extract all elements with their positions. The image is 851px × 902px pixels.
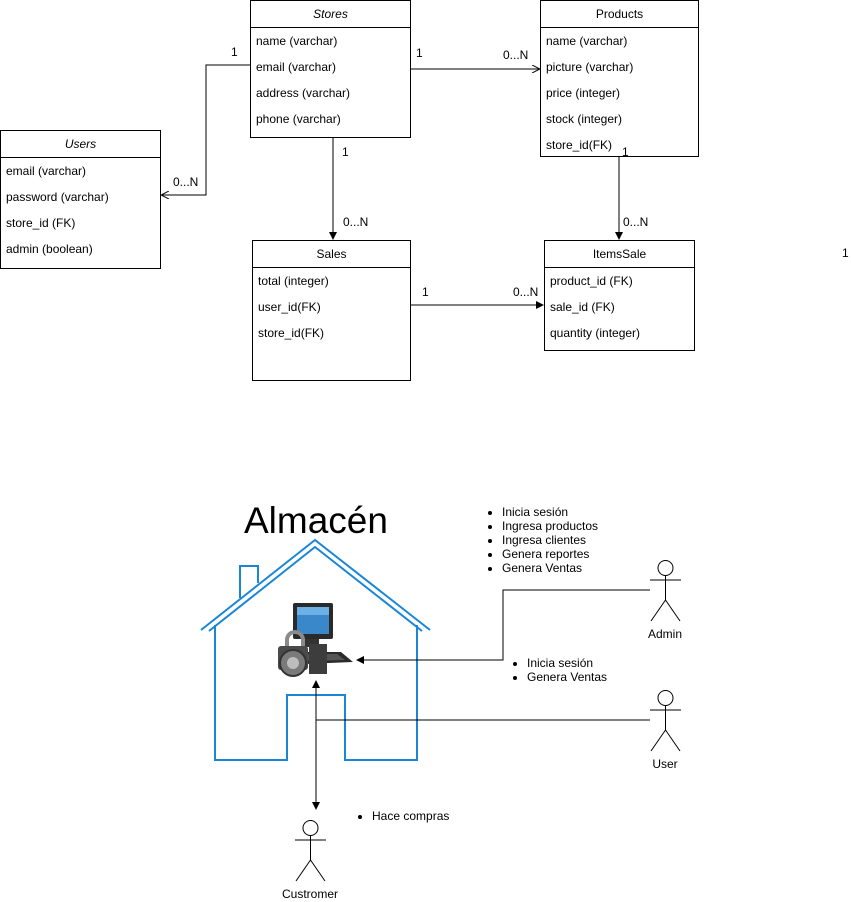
entity-products[interactable]: Products name (varchar) picture (varchar… <box>540 0 699 157</box>
entity-field: stock (integer) <box>546 112 623 126</box>
cardinality-label: 1 <box>842 246 849 260</box>
cardinality-label: 0...N <box>513 285 539 299</box>
entity-title: Sales <box>253 241 410 268</box>
cardinality-label: 1 <box>416 46 423 60</box>
list-item: Genera reportes <box>502 547 598 561</box>
list-item: Inicia sesión <box>527 656 607 670</box>
customer-actor-icon[interactable] <box>295 820 326 882</box>
admin-label: Admin <box>647 627 682 641</box>
user-task-list: Inicia sesión Genera Ventas <box>509 656 607 684</box>
entity-title: Users <box>1 131 160 158</box>
cardinality-label: 1 <box>342 145 349 159</box>
user-connection <box>312 680 650 721</box>
cardinality-label: 1 <box>231 45 238 59</box>
entity-field: email (varchar) <box>256 60 337 74</box>
entity-field: sale_id (FK) <box>550 300 615 314</box>
entity-title: Stores <box>251 1 410 28</box>
entity-field: store_id(FK) <box>258 326 325 340</box>
house-outline <box>200 538 431 761</box>
entity-field: phone (varchar) <box>256 112 341 126</box>
entity-field: product_id (FK) <box>550 274 633 288</box>
relation-stores-users <box>162 64 250 195</box>
entity-users[interactable]: Users email (varchar) password (varchar)… <box>0 130 161 269</box>
user-label: User <box>652 757 678 771</box>
list-item: Inicia sesión <box>502 505 598 519</box>
list-item: Ingresa productos <box>502 519 598 533</box>
system-title: Almacén <box>244 500 388 541</box>
entity-field: email (varchar) <box>6 164 87 178</box>
entity-stores[interactable]: Stores name (varchar) email (varchar) ad… <box>250 0 411 138</box>
list-item: Ingresa clientes <box>502 533 598 547</box>
cardinality-label: 1 <box>622 145 629 159</box>
secure-computer-icon <box>278 603 353 677</box>
entity-sales[interactable]: Sales total (integer) user_id(FK) store_… <box>252 240 411 381</box>
entity-field: total (integer) <box>258 274 329 288</box>
list-item: Genera Ventas <box>527 670 607 684</box>
cardinality-label: 0...N <box>503 48 529 62</box>
entity-field: quantity (integer) <box>550 326 641 340</box>
user-actor-icon[interactable] <box>650 690 681 752</box>
entity-title: Products <box>541 1 698 28</box>
customer-task-list: Hace compras <box>354 809 449 823</box>
admin-connection <box>356 589 650 664</box>
cardinality-label: 1 <box>422 285 429 299</box>
cardinality-label: 0...N <box>623 215 649 229</box>
entity-field: price (integer) <box>546 86 621 100</box>
admin-actor-icon[interactable] <box>650 560 681 622</box>
entity-field: name (varchar) <box>546 34 628 48</box>
entity-itemssale[interactable]: ItemsSale product_id (FK) sale_id (FK) q… <box>544 240 695 351</box>
entity-field: address (varchar) <box>256 86 351 100</box>
entity-field: name (varchar) <box>256 34 338 48</box>
entity-field: picture (varchar) <box>546 60 634 74</box>
list-item: Genera Ventas <box>502 561 598 575</box>
entity-field: store_id (FK) <box>6 216 76 230</box>
entity-field: user_id(FK) <box>258 300 321 314</box>
customer-label: Custromer <box>281 887 338 901</box>
admin-task-list: Inicia sesión Ingresa productos Ingresa … <box>484 505 598 575</box>
cardinality-label: 0...N <box>173 175 199 189</box>
cardinality-label: 0...N <box>343 215 369 229</box>
entity-title: ItemsSale <box>545 241 694 268</box>
list-item: Hace compras <box>372 809 449 823</box>
entity-field: admin (boolean) <box>6 242 93 256</box>
entity-field: store_id(FK) <box>546 138 613 152</box>
entity-field: password (varchar) <box>6 190 109 204</box>
